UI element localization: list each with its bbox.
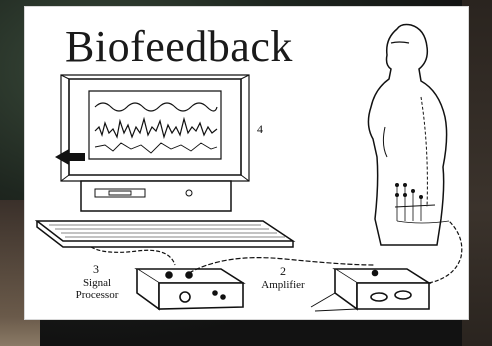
person-figure: [368, 25, 446, 246]
monitor: [61, 75, 249, 181]
monitor-number-label: 4: [257, 123, 263, 135]
biofeedback-illustration: Biofeedback 4 3 Signal Processor 2 Ampli…: [24, 6, 469, 320]
computer-base: [81, 181, 231, 211]
signal-processor-box: [137, 269, 243, 309]
keyboard: [37, 221, 293, 247]
processor-label-line1: Signal: [67, 277, 127, 289]
diagram-title: Biofeedback: [65, 25, 293, 69]
amplifier-box: [335, 269, 429, 309]
amplifier-number-label: 2: [273, 265, 293, 277]
amplifier-label: Amplifier: [251, 279, 315, 291]
processor-label-line2: Processor: [67, 289, 127, 301]
processor-number-label: 3: [87, 263, 105, 275]
